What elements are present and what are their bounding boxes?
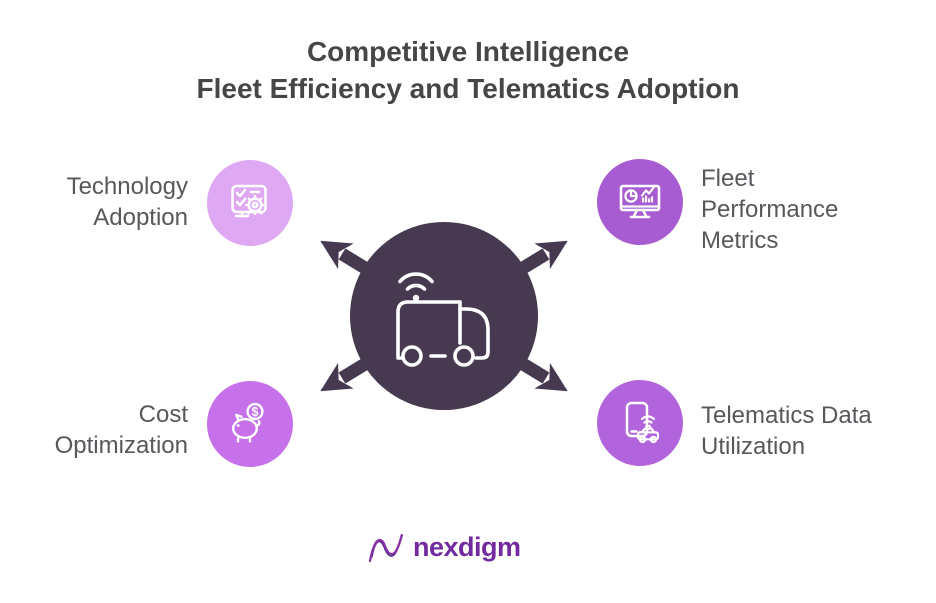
label-fleet-performance-metrics: Fleet Performance Metrics: [701, 165, 839, 254]
label-telematics-data-utilization: Telematics Data Utilization: [701, 402, 872, 460]
cost-optimization-circle: $: [207, 381, 293, 467]
central-hub-circle: [350, 222, 538, 410]
title-line-1: Competitive Intelligence: [306, 36, 630, 67]
nexdigm-wave-icon: [368, 533, 404, 563]
checklist-gear-icon: [231, 184, 267, 218]
label-cost-optimization: Cost Optimization: [54, 401, 188, 459]
page-title: Competitive Intelligence Fleet Efficienc…: [0, 33, 936, 107]
title-line-2: Fleet Efficiency and Telematics Adoption: [196, 73, 740, 104]
fleet-performance-circle: [597, 159, 683, 245]
dollar-glyph: $: [252, 405, 259, 419]
brand-footer: nexdigm: [366, 527, 521, 567]
brand-name: nexdigm: [413, 532, 521, 562]
technology-adoption-circle: [207, 160, 293, 246]
piggy-bank-icon: $: [231, 402, 264, 443]
telematics-data-circle: [597, 380, 683, 466]
smartphone-car-icon: [625, 401, 660, 444]
monitor-analytics-icon: [619, 184, 661, 219]
connected-truck-icon: [396, 272, 490, 367]
label-technology-adoption: Technology Adoption: [66, 173, 188, 231]
